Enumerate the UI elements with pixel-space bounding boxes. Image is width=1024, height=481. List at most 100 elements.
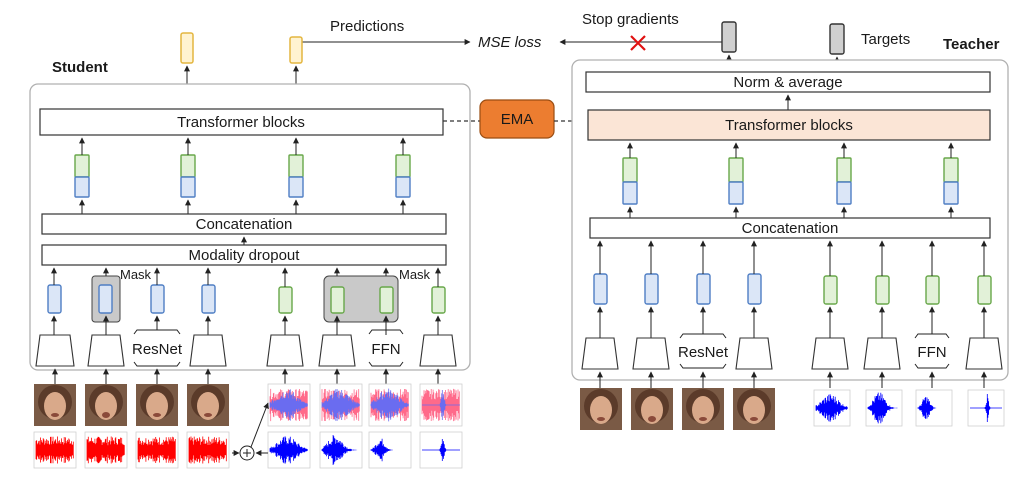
audio-encoder — [318, 334, 356, 367]
mse-loss-label: MSE loss — [478, 34, 542, 51]
audio-encoder — [965, 337, 1003, 370]
teacher-input-arrows — [597, 371, 987, 388]
student-resnet-label: ResNet — [132, 341, 183, 358]
stop-gradients-label: Stop gradients — [582, 11, 679, 28]
teacher-transformer-label: Transformer blocks — [725, 117, 853, 134]
student-concatenation-label: Concatenation — [196, 216, 293, 233]
teacher-token-arrows — [597, 240, 987, 338]
audio-token — [379, 286, 394, 314]
video-token — [644, 273, 659, 305]
resnet-bracket — [679, 333, 727, 369]
student-transformer-label: Transformer blocks — [177, 114, 305, 131]
teacher-video-tokens — [593, 273, 762, 305]
audio-encoder — [266, 334, 304, 367]
teacher-video-frames — [580, 388, 775, 430]
student-video-input-arrows — [52, 368, 441, 384]
waveform-thumbnail — [186, 431, 230, 469]
video-encoder — [581, 337, 619, 370]
fused-token — [180, 154, 196, 198]
teacher-encoders — [581, 337, 1003, 370]
audio-encoder — [863, 337, 901, 370]
waveform-thumbnail — [267, 431, 311, 469]
teacher-label: Teacher — [943, 36, 1000, 53]
ema-label: EMA — [501, 111, 534, 128]
audio-mask-label: Mask — [399, 267, 431, 282]
waveform-thumbnail — [33, 431, 77, 469]
video-encoder — [35, 334, 75, 367]
target-token — [829, 23, 845, 55]
add-noise-node — [239, 445, 255, 461]
video-token — [747, 273, 762, 305]
video-token — [696, 273, 711, 305]
stop-gradient-cross-icon — [630, 35, 646, 51]
waveform-thumbnail — [419, 431, 463, 469]
ema-box — [479, 99, 555, 139]
teacher-transformer-blocks — [587, 109, 991, 141]
student-fused-arrows — [79, 137, 406, 214]
video-encoder — [735, 337, 773, 370]
waveform-thumbnail — [865, 389, 903, 427]
student-transformer-blocks — [39, 108, 444, 136]
resnet-bracket — [133, 329, 181, 367]
video-encoder — [189, 334, 227, 367]
audio-token — [431, 286, 446, 314]
video-token — [593, 273, 608, 305]
student-ffn-label: FFN — [371, 341, 400, 358]
video-encoder — [632, 337, 670, 370]
sum-to-mixed-arrow — [250, 402, 269, 448]
teacher-audio-tokens — [823, 275, 992, 305]
teacher-norm-average-label: Norm & average — [733, 74, 842, 91]
video-token — [47, 284, 62, 314]
waveform-thumbnail — [915, 389, 953, 427]
predictions-label: Predictions — [330, 18, 404, 35]
student-video-tokens — [47, 284, 216, 314]
student-modality-dropout-label: Modality dropout — [189, 247, 301, 264]
video-encoder — [87, 334, 125, 367]
waveform-thumbnail — [368, 431, 412, 469]
waveform-thumbnail — [135, 431, 179, 469]
teacher-fused-arrows — [627, 142, 954, 218]
student-encoders — [35, 334, 457, 367]
teacher-resnet-label: ResNet — [678, 344, 729, 361]
face-frame — [733, 388, 775, 430]
waveform-thumbnail — [370, 388, 409, 422]
student-modality-dropout — [41, 244, 447, 266]
prediction-token — [289, 36, 303, 64]
audio-token — [875, 275, 890, 305]
student-audio-tokens — [278, 286, 446, 314]
audio-token — [925, 275, 940, 305]
waveform-thumbnail — [967, 389, 1005, 427]
fused-token — [622, 157, 638, 205]
teacher-clean-audio-row — [813, 389, 1005, 427]
teacher-ffn-label: FFN — [917, 344, 946, 361]
video-token — [201, 284, 216, 314]
targets-label: Targets — [861, 31, 910, 48]
teacher-norm-average — [585, 71, 991, 93]
audio-token — [977, 275, 992, 305]
waveform-thumbnail — [84, 431, 128, 469]
audio-token — [330, 286, 345, 314]
face-frame — [580, 388, 622, 430]
student-noisy-audio-row — [267, 383, 463, 427]
student-video-frames — [34, 384, 229, 426]
student-concatenation — [41, 213, 447, 235]
fused-token — [728, 157, 744, 205]
video-token — [150, 284, 165, 314]
teacher-concatenation — [589, 217, 991, 239]
ffn-bracket — [368, 329, 404, 367]
video-mask-label: Mask — [120, 267, 152, 282]
ffn-bracket — [914, 333, 950, 369]
fused-token — [943, 157, 959, 205]
face-frame — [187, 384, 229, 426]
face-frame — [631, 388, 673, 430]
face-frame — [136, 384, 178, 426]
waveform-thumbnail — [321, 389, 360, 421]
target-token — [721, 21, 737, 53]
fused-token — [836, 157, 852, 205]
student-noise-row — [33, 431, 230, 469]
audio-encoder — [811, 337, 849, 370]
waveform-thumbnail — [813, 389, 851, 427]
audio-encoder — [419, 334, 457, 367]
face-frame — [682, 388, 724, 430]
